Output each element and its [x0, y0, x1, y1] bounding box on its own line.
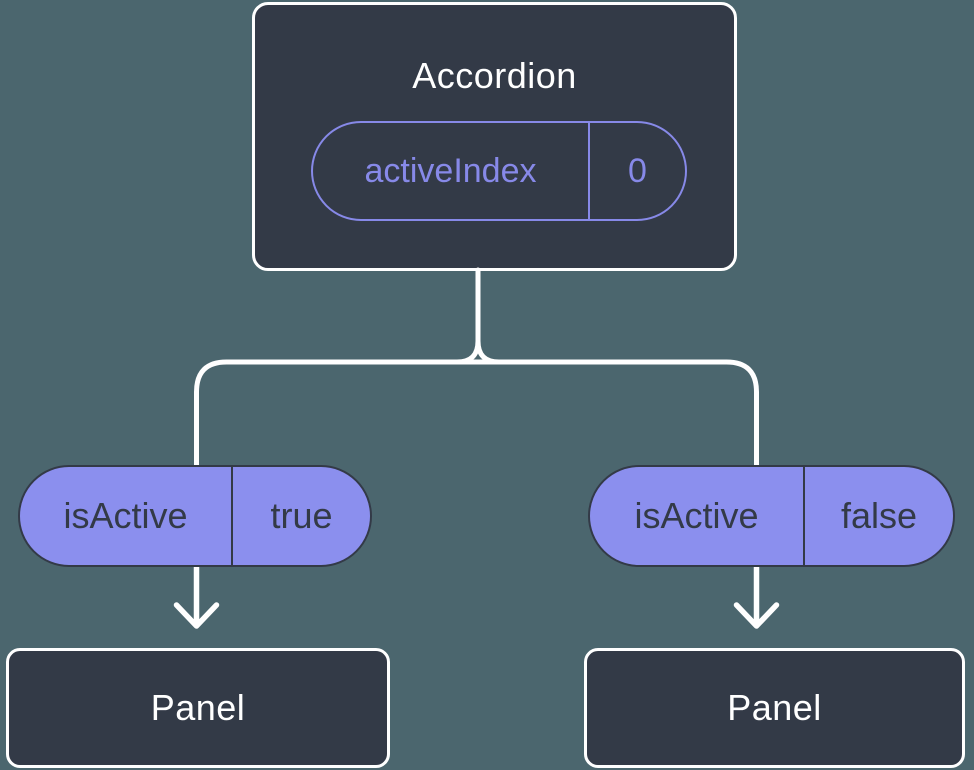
right-arrow-icon	[733, 563, 780, 629]
panel-2-prop-name: isActive	[634, 495, 759, 536]
left-arrow-icon	[173, 563, 220, 629]
accordion-prop-pill: activeIndex 0	[311, 121, 687, 221]
accordion-node-title: Accordion	[412, 55, 577, 96]
panel-1-node-title: Panel	[150, 687, 246, 728]
panel-2-prop-pill: isActive false	[588, 465, 955, 567]
fork-right-fillet	[475, 338, 502, 365]
panel-2-prop-value: false	[803, 467, 953, 565]
panel-2-node: Panel	[584, 648, 965, 768]
fork-left-fillet	[454, 338, 481, 365]
accordion-node: Accordion activeIndex 0	[252, 2, 737, 271]
panel-1-prop-pill: isActive true	[18, 465, 372, 567]
panel-1-prop-value: true	[231, 467, 370, 565]
branch-bracket-line	[194, 359, 759, 469]
panel-1-prop-name: isActive	[63, 495, 188, 536]
panel-2-node-title: Panel	[727, 687, 822, 728]
accordion-prop-value: 0	[588, 123, 685, 219]
panel-1-node: Panel	[6, 648, 390, 768]
accordion-prop-name: activeIndex	[364, 151, 537, 190]
